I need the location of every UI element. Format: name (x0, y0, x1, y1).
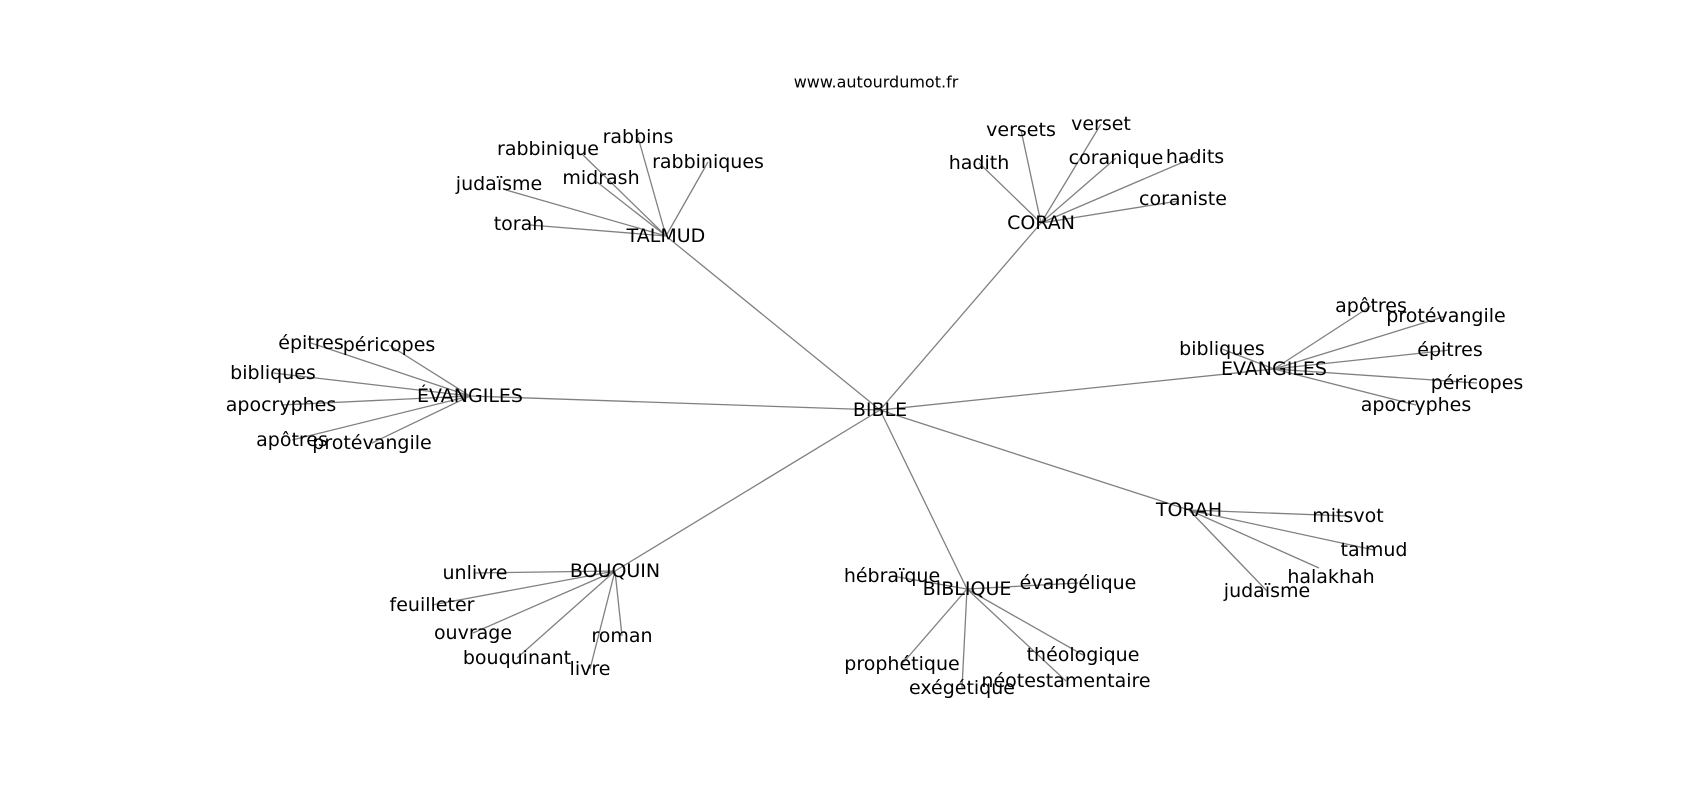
node-word-bibliques: bibliques (1179, 338, 1265, 360)
node-hub-evangiles-2: ÉVANGILES (417, 384, 523, 407)
node-word-judaisme: judaïsme (1223, 580, 1310, 602)
node-word-rabbiniques: rabbiniques (652, 151, 764, 173)
edge-torah-4-to-mitsvot (1188, 509, 1349, 517)
node-word-rabbins: rabbins (603, 126, 674, 148)
edge-bouquin-5-to-ouvrage (472, 570, 616, 634)
node-word-exegetique: exégétique (909, 677, 1015, 699)
edge-evangiles-3-to-bibliques (1221, 348, 1275, 370)
edge-root-to-bouquin-5 (614, 409, 881, 572)
edge-biblique-6-to-theologique (966, 588, 1084, 656)
edge-bouquin-5-to-feuilleter (431, 570, 616, 606)
edge-evangiles-2-to-epitres (310, 342, 471, 397)
edge-coran-1-to-versets (1020, 129, 1042, 224)
node-word-coraniste: coraniste (1139, 188, 1227, 210)
edge-root-to-evangiles-3 (879, 368, 1275, 411)
edge-biblique-6-to-hebraique (891, 575, 968, 590)
edge-bouquin-5-to-bouquinant (516, 570, 616, 659)
edge-coran-1-to-coranique (1040, 157, 1117, 224)
node-word-feuilleter: feuilleter (390, 594, 475, 616)
edge-talmud-0-to-judaisme (505, 189, 667, 237)
edge-talmud-0-to-midrash (596, 181, 667, 237)
node-root-bible: BIBLE (853, 399, 907, 421)
node-word-apocryphes: apocryphes (1361, 394, 1472, 416)
edge-bouquin-5-to-livre (589, 570, 616, 670)
edge-evangiles-3-to-apotres (1273, 305, 1372, 370)
site-label: www.autourdumot.fr (794, 73, 959, 92)
edge-talmud-0-to-rabbiniques (665, 161, 709, 237)
node-word-bouquinant: bouquinant (463, 647, 571, 669)
edge-talmud-0-to-rabbinique (582, 154, 667, 237)
edge-coran-1-to-hadith (978, 162, 1042, 224)
node-word-torah: torah (494, 213, 545, 235)
node-word-unlivre: unlivre (443, 562, 508, 584)
node-word-protevangile: protévangile (312, 432, 431, 454)
edge-evangiles-2-to-apotres (291, 395, 471, 441)
node-word-talmud: talmud (1341, 539, 1408, 561)
node-word-verset: verset (1071, 113, 1131, 135)
node-hub-torah-4: TORAH (1155, 499, 1222, 521)
node-hub-biblique-6: BIBLIQUE (923, 578, 1012, 600)
node-word-epitres: épitres (1417, 339, 1482, 361)
edge-evangiles-2-to-pericopes (388, 344, 471, 397)
node-word-bibliques: bibliques (230, 362, 316, 384)
node-word-apotres: apôtres (1335, 295, 1407, 317)
node-word-midrash: midrash (562, 167, 639, 189)
edge-biblique-6-to-prophetique (901, 588, 968, 665)
node-word-rabbinique: rabbinique (497, 138, 599, 160)
edge-evangiles-3-to-protevangile (1273, 315, 1447, 370)
node-hub-bouquin-5: BOUQUIN (570, 560, 660, 582)
node-word-ouvrage: ouvrage (434, 622, 512, 644)
edge-evangiles-3-to-epitres (1273, 349, 1451, 370)
edge-torah-4-to-judaisme (1188, 509, 1268, 592)
node-word-hadits: hadits (1166, 146, 1224, 168)
node-word-apotres: apôtres (256, 429, 328, 451)
node-word-theologique: théologique (1027, 644, 1140, 666)
node-word-protevangile: protévangile (1386, 305, 1505, 327)
node-word-versets: versets (986, 119, 1056, 141)
edge-coran-1-to-hadits (1040, 156, 1196, 224)
edge-coran-1-to-coraniste (1040, 200, 1179, 224)
edge-evangiles-2-to-protevangile (371, 395, 471, 444)
edge-root-to-biblique-6 (879, 409, 968, 590)
node-hub-evangiles-3: EVANGILES (1221, 358, 1327, 380)
edge-root-to-torah-4 (879, 409, 1190, 511)
edge-biblique-6-to-exegetique (961, 588, 968, 689)
node-word-mitsvot: mitsvot (1312, 505, 1383, 527)
edge-group (272, 123, 1478, 689)
edge-root-to-talmud-0 (665, 235, 881, 411)
node-word-hebraique: hébraïque (844, 565, 940, 587)
edge-coran-1-to-verset (1040, 123, 1102, 224)
node-word-roman: roman (591, 625, 652, 647)
edge-talmud-0-to-rabbins (637, 136, 667, 237)
node-word-pericopes: péricopes (343, 334, 436, 356)
node-word-evangelique: évangélique (1020, 572, 1137, 594)
edge-evangiles-2-to-apocryphes (280, 395, 471, 406)
edge-root-to-evangiles-2 (469, 395, 881, 411)
node-word-livre: livre (570, 658, 611, 680)
node-word-neotestamentaire: néotestamentaire (981, 670, 1150, 692)
edge-biblique-6-to-evangelique (966, 582, 1079, 590)
edge-biblique-6-to-neotestamentaire (966, 588, 1067, 682)
edge-evangiles-3-to-apocryphes (1273, 368, 1417, 406)
node-word-halakhah: halakhah (1287, 566, 1374, 588)
edge-bouquin-5-to-roman (614, 570, 623, 637)
edge-torah-4-to-talmud (1188, 509, 1375, 551)
edge-evangiles-3-to-pericopes (1273, 368, 1478, 384)
node-word-judaisme: judaïsme (455, 173, 542, 195)
edge-bouquin-5-to-unlivre (474, 570, 616, 574)
node-word-hadith: hadith (949, 152, 1010, 174)
edge-evangiles-2-to-bibliques (272, 372, 471, 397)
node-word-coranique: coranique (1069, 147, 1164, 169)
edge-root-to-coran-1 (879, 222, 1042, 411)
node-word-prophetique: prophétique (844, 653, 959, 675)
edge-talmud-0-to-torah (529, 224, 667, 237)
node-word-pericopes: péricopes (1431, 372, 1524, 394)
node-word-epitres: épitres (278, 332, 343, 354)
node-word-apocryphes: apocryphes (226, 394, 337, 416)
node-hub-coran-1: CORAN (1007, 212, 1075, 234)
edge-torah-4-to-halakhah (1188, 509, 1320, 569)
node-hub-talmud-0: TALMUD (626, 225, 706, 247)
